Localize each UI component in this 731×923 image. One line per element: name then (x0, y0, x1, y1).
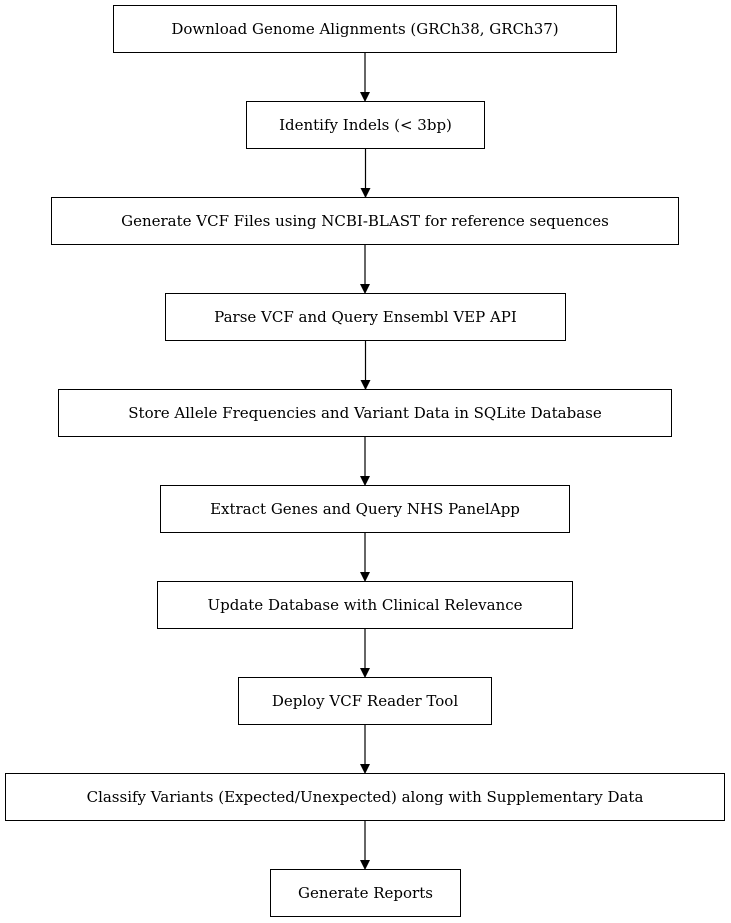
step-store-allele-frequencies: Store Allele Frequencies and Variant Dat… (58, 389, 672, 437)
step-classify-variants: Classify Variants (Expected/Unexpected) … (5, 773, 725, 821)
step-generate-vcf-files: Generate VCF Files using NCBI-BLAST for … (51, 197, 679, 245)
step-deploy-vcf-reader: Deploy VCF Reader Tool (238, 677, 492, 725)
step-update-database-clinical: Update Database with Clinical Relevance (157, 581, 573, 629)
step-download-genome-alignments: Download Genome Alignments (GRCh38, GRCh… (113, 5, 617, 53)
step-generate-reports: Generate Reports (270, 869, 461, 917)
step-parse-vcf-query-vep: Parse VCF and Query Ensembl VEP API (165, 293, 566, 341)
step-identify-indels: Identify Indels (< 3bp) (246, 101, 485, 149)
step-extract-genes-panelapp: Extract Genes and Query NHS PanelApp (160, 485, 570, 533)
